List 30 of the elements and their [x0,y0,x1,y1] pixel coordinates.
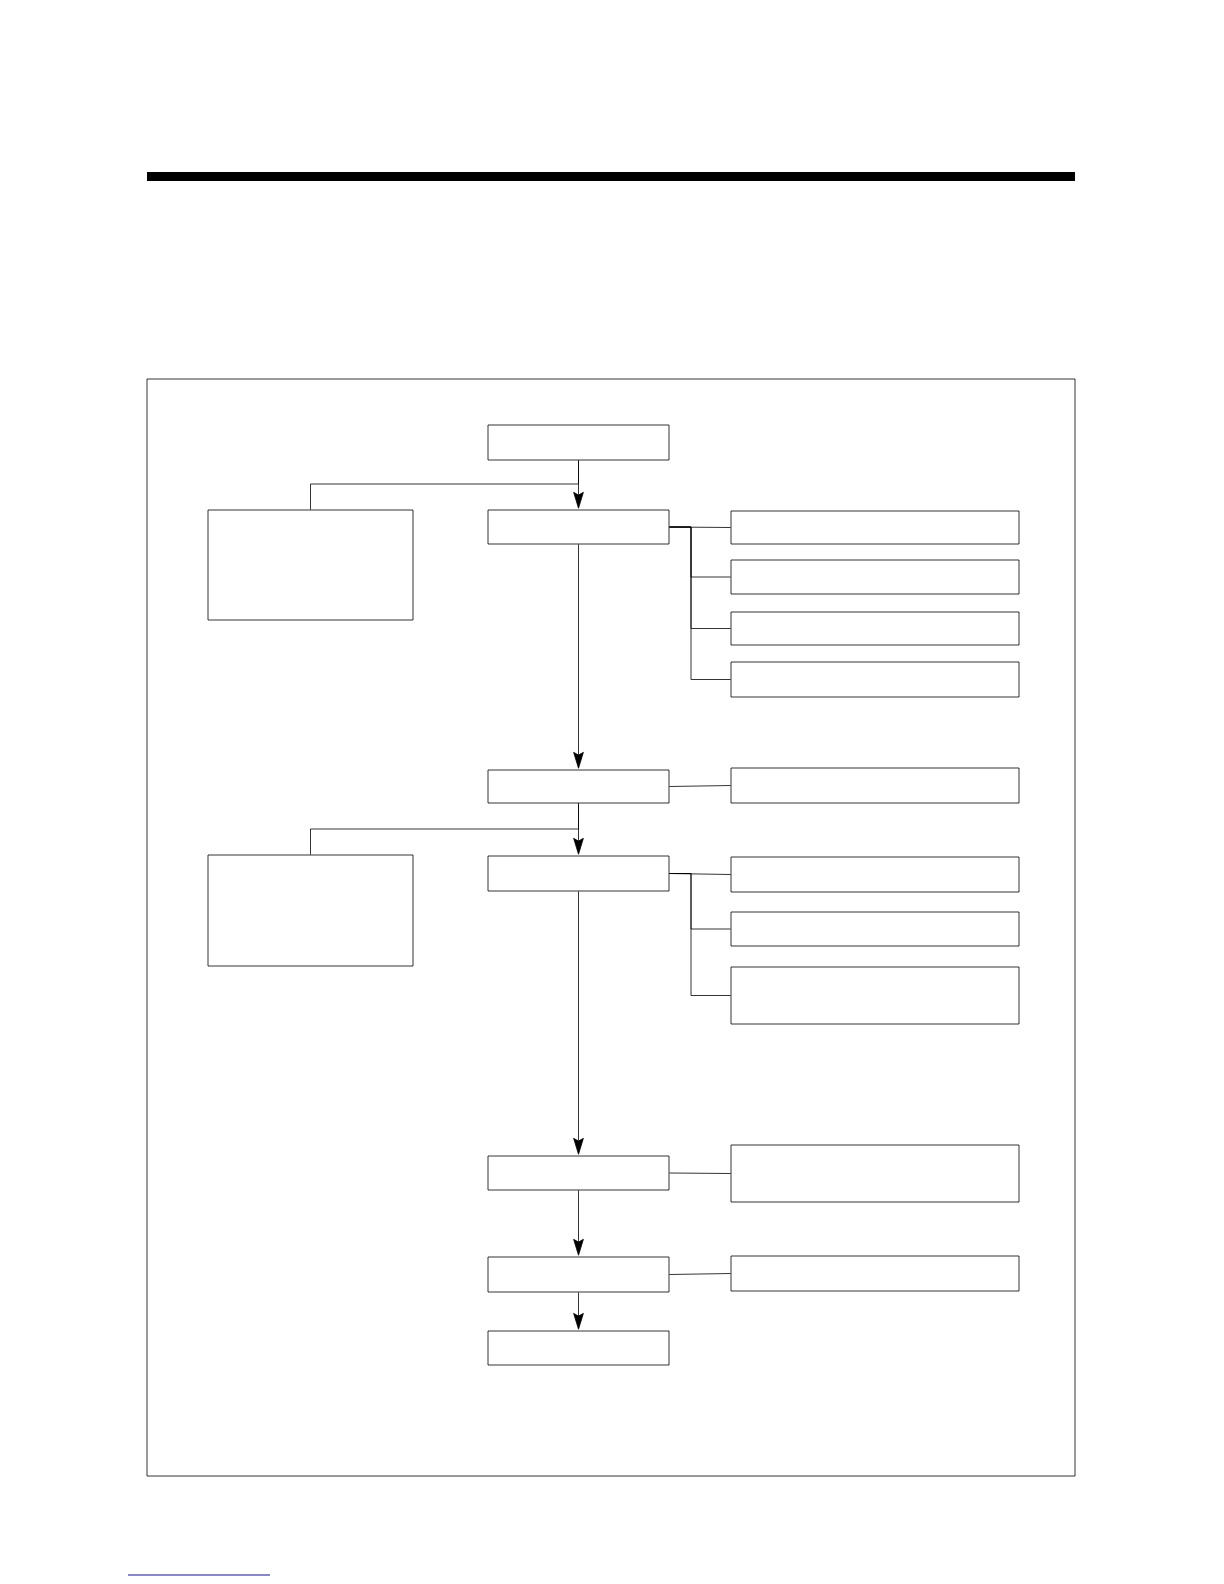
arrow [573,1190,584,1256]
process-box [487,1256,670,1293]
arrow [573,544,584,769]
connector-line [669,526,731,680]
process-box [487,509,670,545]
process-box [487,855,670,892]
arrow [573,891,584,1155]
process-box [730,1255,1020,1292]
arrow [573,1292,584,1330]
process-box [730,661,1020,698]
process-box [487,1155,670,1191]
process-box [730,1144,1020,1203]
connector-line [669,1273,731,1275]
connector-line [310,460,579,510]
process-box [487,769,670,804]
process-box [207,854,414,967]
connector-line [669,1172,731,1174]
process-box [487,424,670,461]
connector-line [310,803,579,855]
process-box [730,767,1020,804]
connector-line [669,785,731,787]
process-box [730,611,1020,646]
process-box [730,856,1020,893]
process-box [487,1330,670,1366]
process-box [730,911,1020,947]
connector-line [669,873,731,996]
process-box [730,510,1020,545]
process-box [207,509,414,621]
process-box [730,559,1020,595]
process-box [730,966,1020,1025]
